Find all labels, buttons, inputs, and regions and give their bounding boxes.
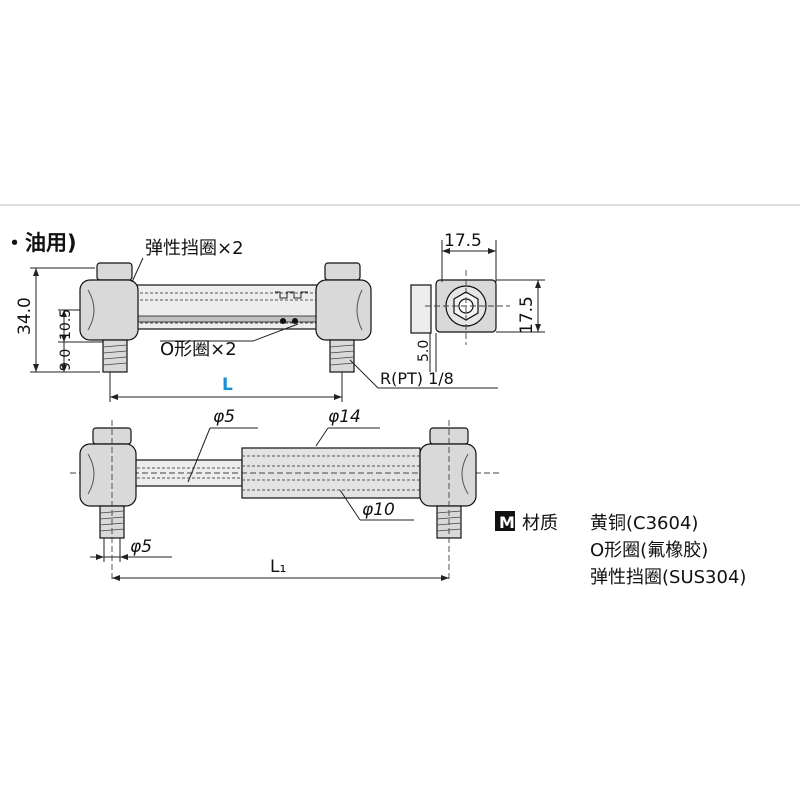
svg-text:M: M [499, 513, 515, 532]
callout-retaining-ring: 弹性挡圈×2 [131, 238, 244, 283]
dimension-l1: L₁ [112, 557, 449, 581]
front-view: 34.0 10.5 9.0 L 弹性挡圈×2 [15, 238, 498, 402]
dimension-side-offset: 5.0 [416, 333, 437, 372]
dimension-34: 34.0 [15, 267, 100, 373]
inner-rod [137, 315, 319, 323]
dimension-l: L [109, 372, 343, 402]
retaining-ring-mark [275, 291, 308, 299]
svg-text:L: L [222, 375, 233, 395]
svg-text:φ10: φ10 [362, 500, 395, 520]
material-badge [495, 511, 515, 531]
lower-right-fitting [419, 420, 477, 580]
callout-phi5-tube: φ5 [187, 407, 258, 483]
lower-left-fitting [79, 420, 137, 580]
svg-text:17.5: 17.5 [517, 296, 537, 334]
svg-text:5.0: 5.0 [416, 340, 432, 362]
dimension-9-0: 9.0 [58, 342, 74, 372]
material-item-3: 弹性挡圈(SUS304) [590, 567, 746, 588]
callout-o-ring: O形圈×2 [160, 323, 299, 360]
svg-text:φ5: φ5 [130, 537, 152, 557]
svg-text:R(PT) 1/8: R(PT) 1/8 [380, 369, 454, 388]
material-label: 材质 [522, 513, 558, 534]
callout-phi14: φ14 [315, 407, 380, 447]
dimension-side-width: 17.5 [441, 231, 497, 282]
svg-text:弹性挡圈×2: 弹性挡圈×2 [145, 238, 244, 259]
svg-text:φ14: φ14 [328, 407, 361, 427]
svg-text:φ5: φ5 [213, 407, 235, 427]
svg-text:17.5: 17.5 [444, 231, 482, 251]
right-fitting [315, 262, 372, 373]
material-note: M 材质 黄铜(C3604) O形圈(氟橡胶) 弹性挡圈(SUS304) [495, 511, 746, 588]
section-heading: ・油用) [4, 231, 77, 255]
side-view: 17.5 17.5 5.0 [410, 231, 545, 372]
dimension-10-5: 10.5 [58, 309, 103, 343]
callout-thread: R(PT) 1/8 [349, 359, 498, 389]
o-ring-mark [280, 318, 286, 324]
o-ring-mark-2 [292, 318, 298, 324]
left-fitting [79, 262, 139, 373]
dimension-phi5-port: φ5 [90, 537, 172, 562]
svg-text:9.0: 9.0 [58, 349, 74, 371]
material-item-1: 黄铜(C3604) [590, 513, 698, 534]
material-item-2: O形圈(氟橡胶) [590, 540, 708, 561]
svg-text:O形圈×2: O形圈×2 [160, 339, 237, 360]
svg-text:L₁: L₁ [270, 557, 286, 577]
svg-text:34.0: 34.0 [15, 297, 35, 335]
svg-text:10.5: 10.5 [58, 309, 74, 340]
dimension-side-height: 17.5 [496, 279, 545, 334]
callout-phi10: φ10 [339, 489, 414, 521]
lower-view: φ5 φ14 φ10 φ5 L₁ [70, 407, 500, 581]
